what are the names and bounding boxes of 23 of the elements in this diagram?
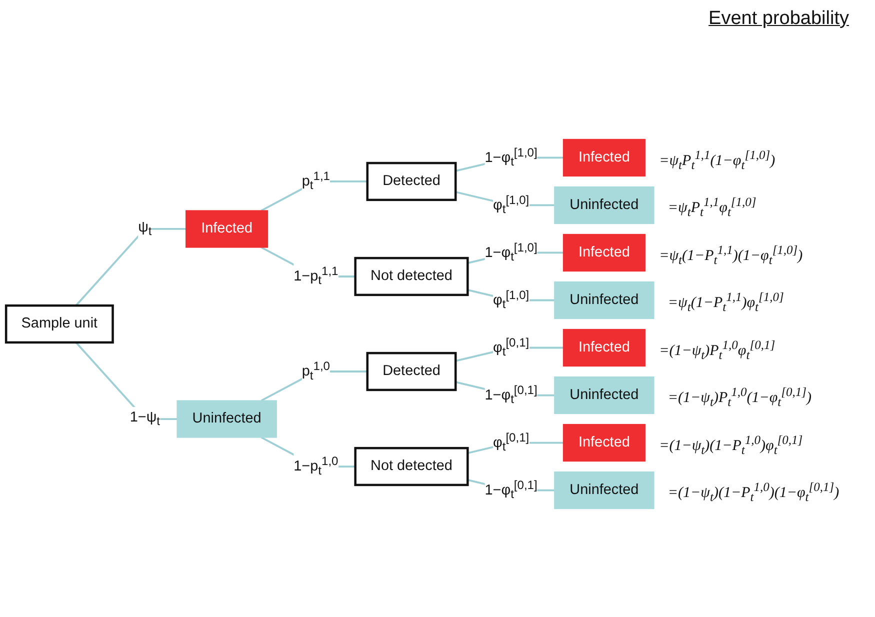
node-box: Uninfected xyxy=(554,471,654,510)
node-box: Uninfected xyxy=(554,281,654,320)
node-box: Uninfected xyxy=(554,186,654,224)
node-box: Not detected xyxy=(354,446,469,486)
node-box: Uninfected xyxy=(176,400,277,438)
node-box: Infected xyxy=(562,138,646,177)
node-box: Infected xyxy=(186,210,268,248)
edge-label: ψ$_{t}$ xyxy=(138,219,152,238)
node-box: Detected xyxy=(366,162,457,202)
node-box: Not detected xyxy=(354,256,469,296)
probability-formula: =(1−ψ$_{t}$)P$_{t}$$^{1,0}$(1−φ$_{t}$$^{[0,1]}$) xyxy=(668,385,812,410)
probability-formula: =ψ$_{t}$P$_{t}$$^{1,1}$(1−φ$_{t}$$^{[1,0]}$) xyxy=(659,148,776,173)
node-box: Infected xyxy=(562,328,646,367)
node-box: Infected xyxy=(562,234,646,272)
node-box: Uninfected xyxy=(554,376,654,414)
probability-formula: =(1−ψ$_{t}$)(1−P$_{t}$$^{1,0}$)(1−φ$_{t}$$^{[0,1]}$) xyxy=(668,480,840,506)
connector xyxy=(75,228,186,306)
edge-label: 1−ψ$_{t}$ xyxy=(130,409,160,428)
column-heading: Event probability xyxy=(708,8,849,30)
probability-formula: =ψ$_{t}$(1−P$_{t}$$^{1,1}$)(1−φ$_{t}$$^{[1,0]}$) xyxy=(659,242,803,268)
node-box: Infected xyxy=(562,424,646,462)
node-box: Detected xyxy=(366,352,457,392)
node-box: Sample unit xyxy=(4,304,114,344)
